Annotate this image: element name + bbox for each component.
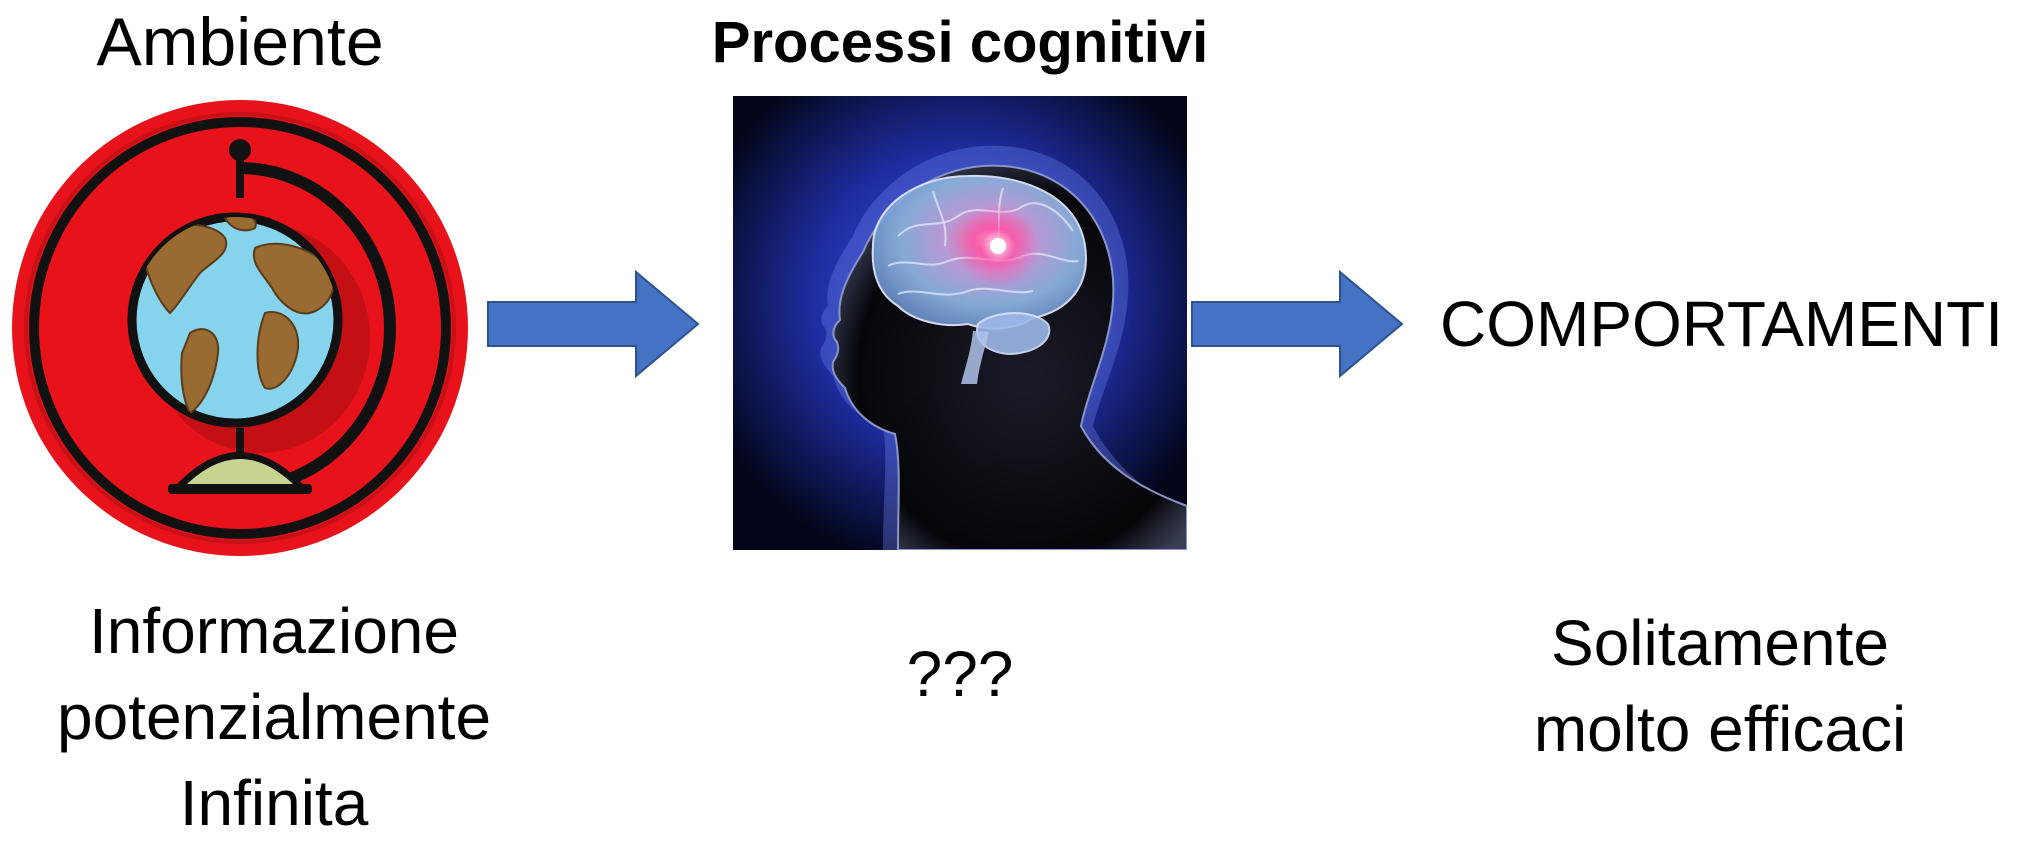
- cognitive-processes-description: ???: [906, 638, 1014, 710]
- arrow-cognition-to-behaviour-icon: [1191, 270, 1404, 378]
- behaviour-description: Solitamente molto efficaci: [1440, 600, 2000, 772]
- globe-icon: [12, 100, 468, 556]
- cognitive-processes-title: Processi cognitivi: [711, 10, 1209, 75]
- behaviour-title: COMPORTAMENTI: [1440, 288, 2003, 360]
- environment-description-line-1: Informazione: [89, 595, 459, 667]
- behaviour-description-line-1: Solitamente: [1551, 607, 1889, 679]
- environment-description-line-2: potenzialmente: [56, 681, 492, 753]
- environment-title: Ambiente: [96, 4, 384, 80]
- environment-description: Informazione potenzialmente Infinita: [0, 588, 548, 846]
- human-head-brain-image: [733, 96, 1187, 550]
- behaviour-description-line-2: molto efficaci: [1533, 693, 1907, 765]
- arrow-environment-to-cognition-icon: [487, 270, 700, 378]
- environment-description-line-3: Infinita: [179, 767, 369, 839]
